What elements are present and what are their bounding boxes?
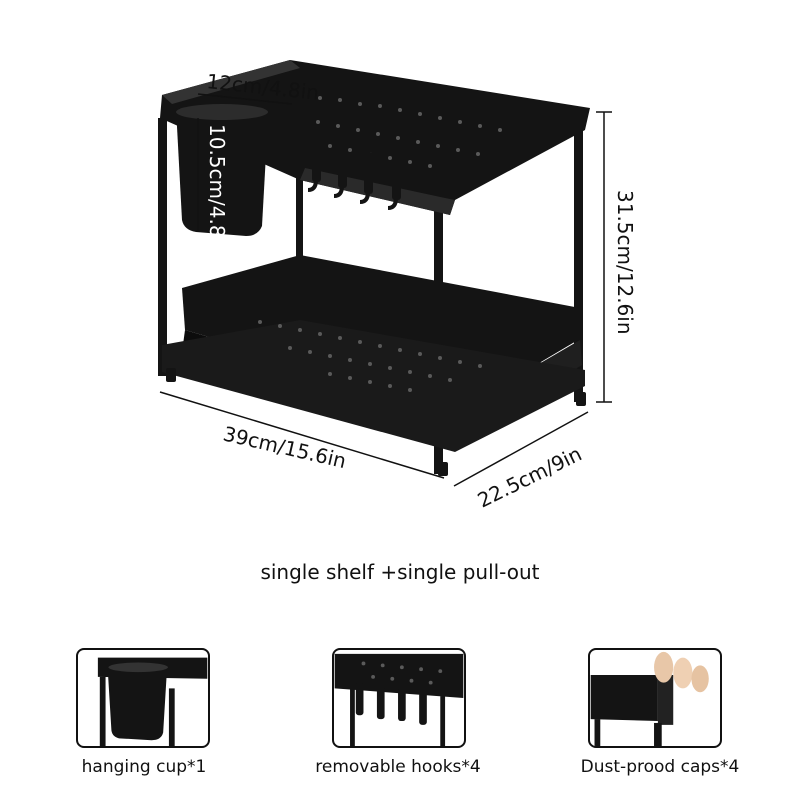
accessory-label-caps: Dust-prood caps*4 xyxy=(580,757,740,777)
dust-cap-icon xyxy=(590,651,709,746)
dust-cap-thumb xyxy=(588,648,722,748)
hanging-cup-thumb xyxy=(76,648,210,748)
height-label: 31.5cm/12.6in xyxy=(613,190,637,335)
hooks xyxy=(307,140,401,210)
shelf-perforations xyxy=(258,96,502,392)
hanging-cup-icon xyxy=(97,657,208,746)
cup-height-label: 10.5cm/4.8in xyxy=(205,124,229,256)
hooks-thumb xyxy=(332,648,466,748)
depth-label: 22.5cm/9in xyxy=(474,442,586,513)
rack-frame xyxy=(158,60,590,476)
accessory-label-hooks: removable hooks*4 xyxy=(315,757,481,777)
accessory-label-cup: hanging cup*1 xyxy=(81,757,207,777)
hanging-cup xyxy=(176,104,268,236)
caption: single shelf +single pull-out xyxy=(260,560,540,584)
product-illustration: 12cm/4.8in 10.5cm/4.8in 31.5cm/12.6in 39… xyxy=(158,60,637,513)
dimension-lines xyxy=(159,93,612,487)
hooks-icon xyxy=(334,653,464,746)
